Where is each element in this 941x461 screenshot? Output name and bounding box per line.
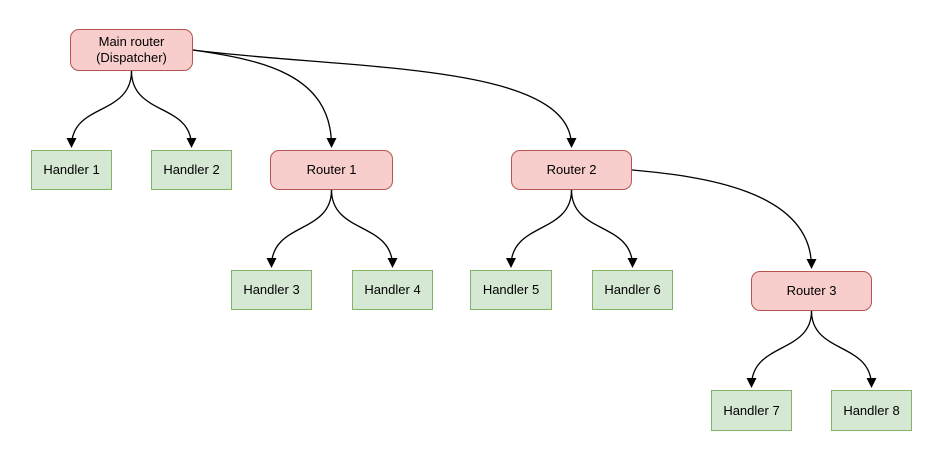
- edge-router-1-to-handler-4: [330, 189, 398, 268]
- node-handler-7: Handler 7: [711, 390, 792, 431]
- edge-main-router-to-router-2: [192, 49, 577, 148]
- edge-router-2-to-handler-6: [570, 189, 638, 268]
- node-handler-8: Handler 8: [831, 390, 912, 431]
- node-handler-5: Handler 5: [470, 270, 552, 310]
- node-main-router-label-line2: (Dispatcher): [96, 50, 167, 65]
- edge-router-3-to-handler-8: [810, 310, 877, 388]
- edge-router-2-to-router-3: [631, 169, 817, 269]
- edge-main-router-to-router-1: [192, 49, 337, 148]
- node-handler-2: Handler 2: [151, 150, 232, 190]
- node-handler-1: Handler 1: [31, 150, 112, 190]
- node-router-2: Router 2: [511, 150, 632, 190]
- node-router-3: Router 3: [751, 271, 872, 311]
- node-handler-4: Handler 4: [352, 270, 433, 310]
- node-main-router: Main router (Dispatcher): [70, 29, 193, 71]
- edge-main-router-to-handler-2: [130, 70, 197, 148]
- node-handler-6: Handler 6: [592, 270, 673, 310]
- edge-router-1-to-handler-3: [266, 189, 333, 268]
- edge-router-3-to-handler-7: [746, 310, 813, 388]
- edge-main-router-to-handler-1: [66, 70, 133, 148]
- node-main-router-label-line1: Main router: [98, 34, 165, 49]
- node-router-1: Router 1: [270, 150, 393, 190]
- edge-router-2-to-handler-5: [506, 189, 573, 268]
- node-handler-3: Handler 3: [231, 270, 312, 310]
